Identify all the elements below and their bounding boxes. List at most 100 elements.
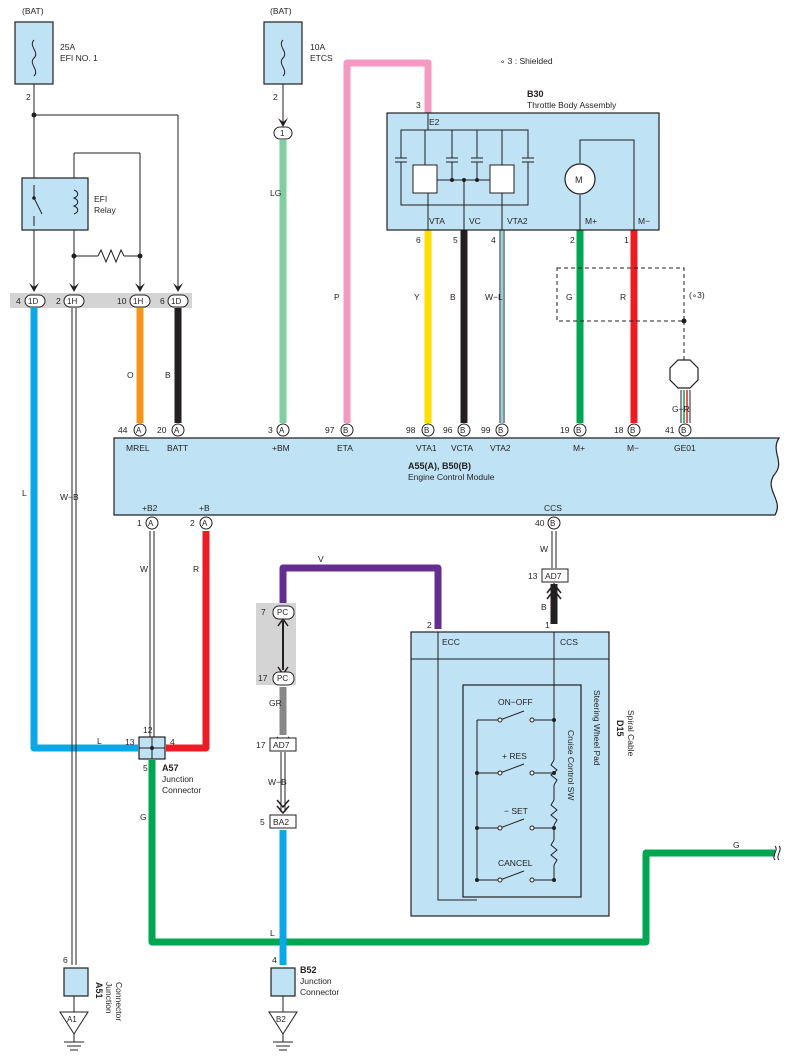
b52-junction-connector: 4 B52 Junction Connector B2 (268, 955, 339, 1051)
a51-label: Connector (114, 982, 124, 1021)
wire-label: W (540, 544, 548, 554)
ecm-pin-number: 44 (118, 425, 128, 435)
ecm-conn-letter: B (498, 426, 503, 435)
ad7-label: AD7 (545, 571, 562, 581)
fuse1-pin: 2 (26, 92, 31, 102)
wire-label: W (140, 564, 148, 574)
b52-label: Junction (300, 976, 332, 986)
shield-ref: (∘3) (689, 290, 705, 300)
fuse-efi-no1: (BAT) 25A EFI NO. 1 2 (14, 6, 98, 102)
ecm-pin-name: M− (627, 443, 639, 453)
a57-pin: 4 (170, 737, 175, 747)
wire-label: GR (269, 698, 282, 708)
throttle-terminal-mminus: M− (638, 216, 650, 226)
a57-pin: 5 (143, 763, 148, 773)
relay-label-efi: EFI (94, 194, 107, 204)
switch-label-set: − SET (504, 806, 528, 816)
efi-relay: EFI Relay (21, 177, 116, 231)
ad7-pin: 13 (528, 571, 538, 581)
fuse1-bat-label: (BAT) (22, 6, 44, 16)
ecm-pin-number: 20 (157, 425, 167, 435)
ecm-pin-name: +BM (272, 443, 290, 453)
ecm-conn-letter: B (630, 426, 635, 435)
a51-label: Junction (104, 982, 114, 1014)
ground-icon (59, 1011, 89, 1035)
arrowhead-icons (29, 283, 183, 292)
d15-terminal: ECC (442, 637, 460, 647)
throttle-terminal-vc: VC (469, 216, 481, 226)
ecm-pin-number: 99 (481, 425, 491, 435)
ecm-pin-name: +B (199, 503, 210, 513)
fuse-etcs: (BAT) 10A ETCS 2 (263, 6, 333, 102)
relay-coil-icon (72, 189, 79, 215)
fuse1-name: EFI NO. 1 (60, 53, 98, 63)
ecm-pin-name: +B2 (142, 503, 158, 513)
wire-label: L (22, 488, 27, 498)
ecm-top-pin: A 3 +BM (268, 423, 290, 453)
inline-connector-1: 1 (273, 118, 293, 140)
jb-label-1d: 1D (28, 297, 38, 306)
throttle-e2-label: E2 (429, 117, 440, 127)
throttle-terminal-vta2: VTA2 (507, 216, 528, 226)
jb-pin: 2 (56, 296, 61, 306)
throttle-pin: 4 (491, 235, 496, 245)
engine-control-module: A55(A), B50(B) Engine Control Module A 4… (113, 423, 781, 530)
wire-junction-node (71, 253, 77, 259)
pc-pin: 17 (258, 673, 268, 683)
wire-label: B (450, 292, 456, 302)
throttle-code: B30 (527, 89, 544, 99)
ecm-pin-name: CCS (544, 503, 562, 513)
relay-switch-icon (33, 197, 43, 215)
pc-label: PC (277, 674, 288, 683)
wire-label: P (334, 292, 340, 302)
b52-label: Connector (300, 987, 339, 997)
ba2-connector: BA2 5 (260, 814, 297, 829)
ecm-conn-letter: A (174, 426, 180, 435)
throttle-pin: 2 (570, 235, 575, 245)
ecm-pin-number: 41 (665, 425, 675, 435)
colored-wires (30, 59, 775, 965)
ground-point-icon (669, 359, 699, 389)
ecm-pin-name: ETA (337, 443, 353, 453)
wire-label: B (165, 370, 171, 380)
a57-code: A57 (162, 763, 179, 773)
throttle-pin: 6 (416, 235, 421, 245)
ecm-bottom-pin: B 40 CCS (535, 503, 562, 530)
jb-pin: 10 (117, 296, 127, 306)
ecm-pin-name: M+ (573, 443, 585, 453)
fuse1-rating: 25A (60, 42, 75, 52)
ecm-conn-letter: B (460, 426, 465, 435)
ecm-pin-name: GE01 (674, 443, 696, 453)
fuse-icon (280, 39, 286, 77)
wire-junction-node (137, 253, 143, 259)
throttle-pin: 5 (453, 235, 458, 245)
fuse2-bat-label: (BAT) (270, 6, 292, 16)
ecm-pin-number: 18 (614, 425, 624, 435)
throttle-name: Throttle Body Assembly (527, 100, 617, 110)
ecm-top-pin: B 19 M+ (560, 423, 587, 453)
motor-label: M (575, 175, 583, 185)
wire-junction-node (681, 318, 687, 324)
ecm-pin-number: 3 (268, 425, 273, 435)
inline-1-label: 1 (280, 129, 285, 138)
wire-label: G−R (672, 404, 690, 414)
ecm-pin-number: 98 (406, 425, 416, 435)
b52-pin: 4 (272, 955, 277, 965)
b52-code: B52 (300, 965, 317, 975)
shield-dashed-box (556, 267, 685, 322)
ecm-pin-name: MREL (126, 443, 150, 453)
ecm-bottom-pin: A 1 +B2 (137, 503, 159, 530)
ecm-conn-letter: A (136, 426, 142, 435)
ecm-conn-letter: B (343, 426, 348, 435)
ecm-conn-letter: B (576, 426, 581, 435)
throttle-body-assembly: B30 Throttle Body Assembly 3 E2 (386, 89, 660, 245)
ecm-pin-number: 97 (325, 425, 335, 435)
ecm-pin-name: VTA2 (490, 443, 511, 453)
wire-color-labels: L W−B W R V W B GR W−B G L G L (22, 488, 740, 938)
pc-pin: 7 (261, 607, 266, 617)
jb-label-1h: 1H (133, 297, 143, 306)
ecm-pin-name: BATT (167, 443, 188, 453)
motor-icon (564, 163, 596, 195)
a51-pin: 6 (63, 955, 68, 965)
